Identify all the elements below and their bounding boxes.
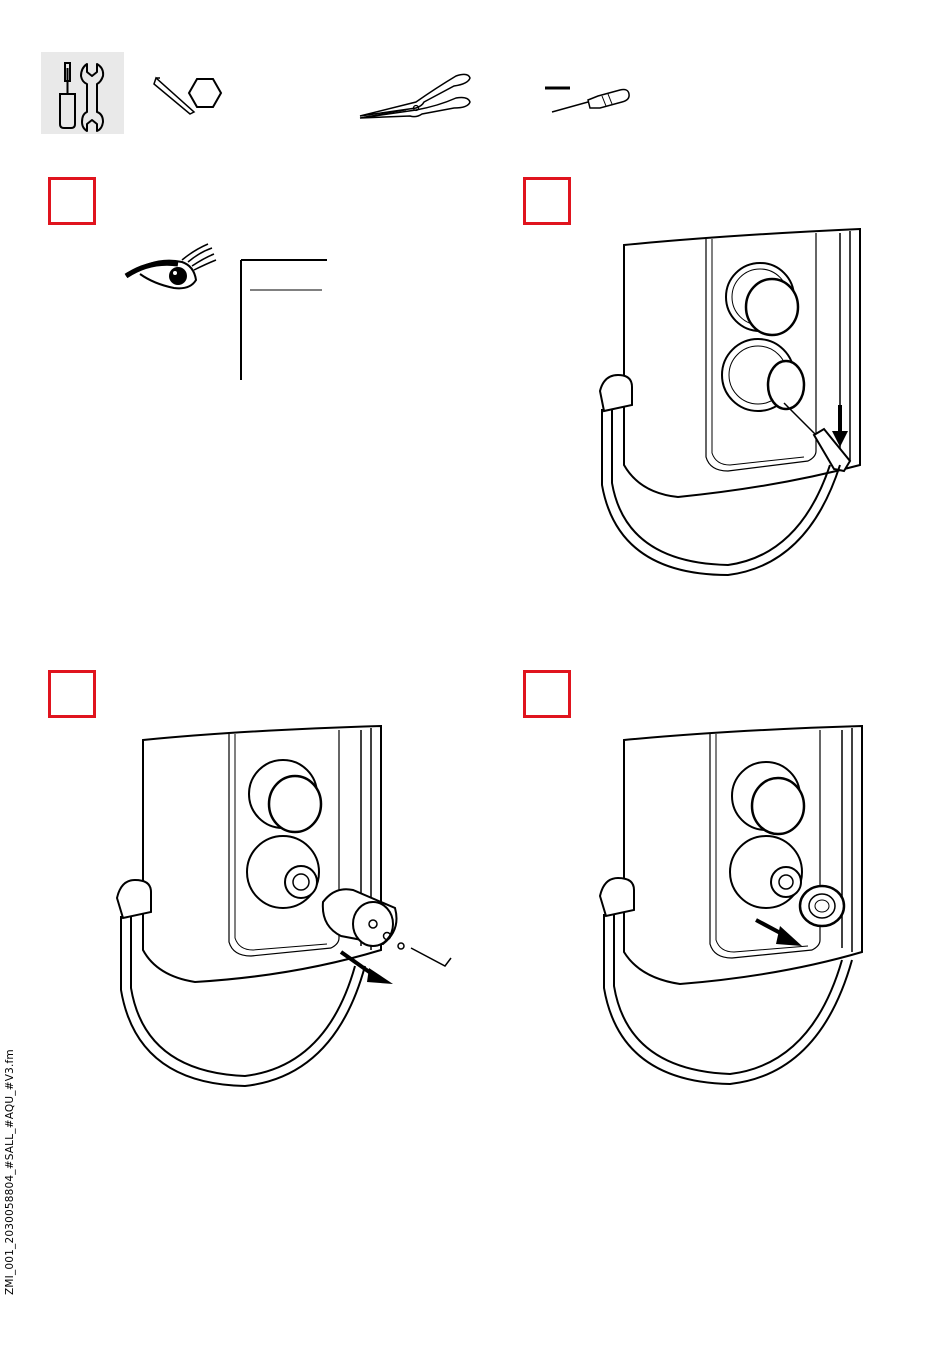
pliers-icon — [356, 68, 476, 128]
step-1-marker — [48, 177, 96, 225]
tools-tile — [41, 52, 124, 134]
step-4-illustration — [590, 720, 890, 1100]
step-3-marker — [48, 670, 96, 718]
eye-icon — [126, 244, 216, 288]
step-3-illustration — [105, 720, 465, 1100]
step-2-illustration — [578, 225, 878, 585]
step-1-illustration — [124, 236, 344, 386]
tools-icon — [41, 52, 124, 134]
inspection-bracket — [241, 260, 327, 380]
step-4-marker — [523, 670, 571, 718]
document-file-code: ZMI_001_2030058804_#SALL_#AQU_#V3.fm — [4, 1049, 16, 1295]
hex-key-icon — [150, 74, 230, 124]
flat-screwdriver-icon — [540, 78, 650, 128]
step-2-marker — [523, 177, 571, 225]
